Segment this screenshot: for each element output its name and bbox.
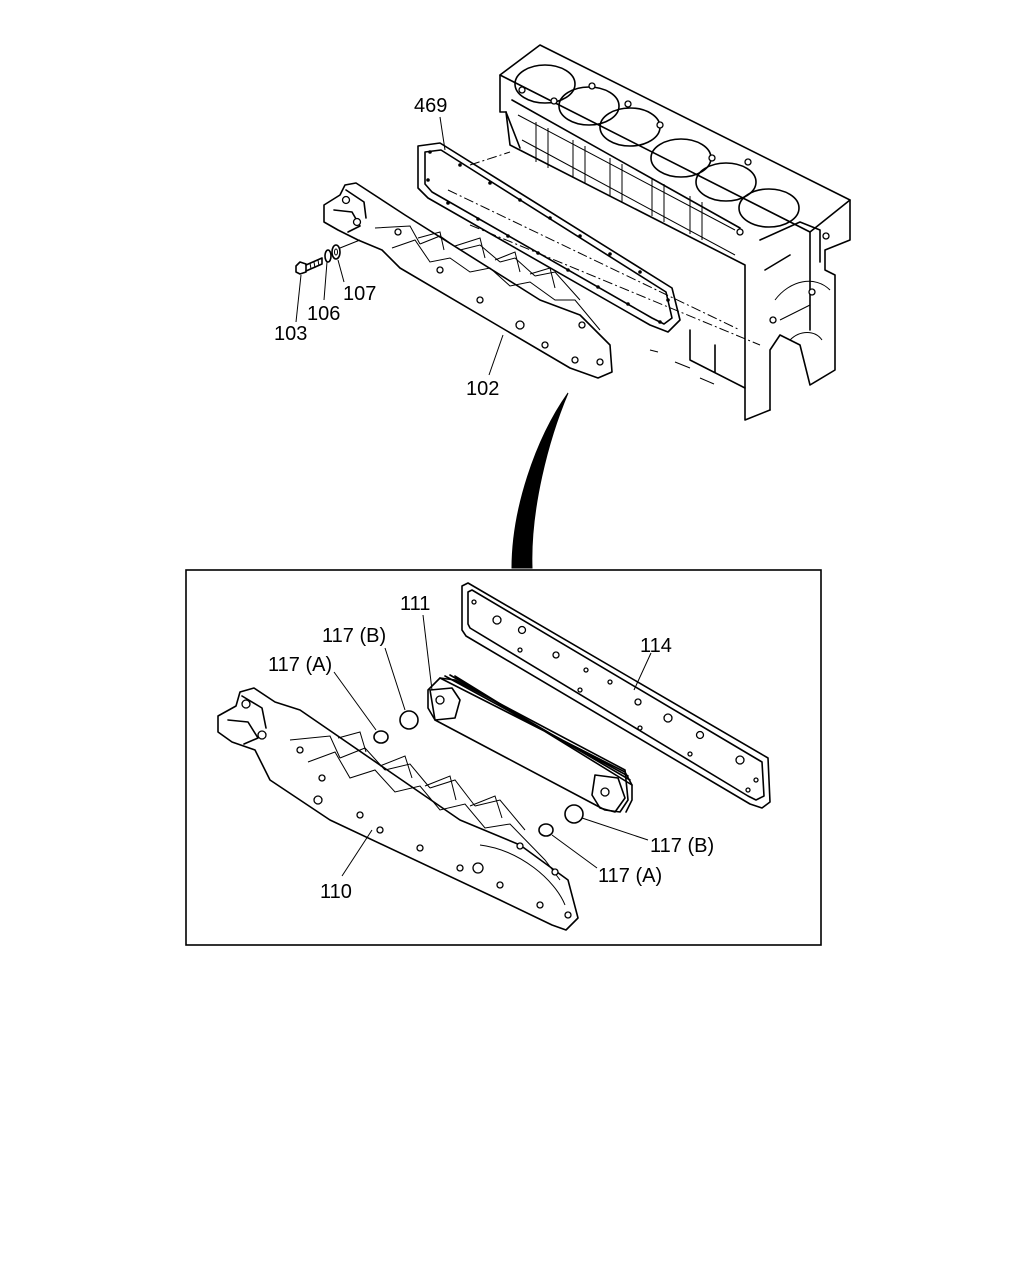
leader-111: [422, 614, 433, 691]
label-110: 110: [320, 881, 352, 903]
leader-117b-right: [581, 817, 649, 841]
label-103: 103: [274, 323, 307, 345]
leader-117a-right: [551, 834, 598, 869]
leader-102: [488, 334, 504, 376]
leader-117a-left: [333, 671, 377, 731]
label-117a-right: 117 (A): [598, 865, 662, 887]
oring-a-right: [538, 823, 554, 837]
gasket-469: [417, 142, 681, 333]
label-117a-left: 117 (A): [268, 654, 332, 676]
oil-cooler-assembly-102: [323, 182, 613, 379]
leader-107: [337, 259, 345, 283]
oring-a-left: [373, 730, 389, 744]
leader-114: [633, 652, 652, 691]
gasket-114: [461, 582, 771, 809]
detail-pointer-arrow: [511, 392, 569, 569]
label-106: 106: [307, 303, 340, 325]
engine-block: [447, 44, 851, 421]
oring-b-left: [399, 710, 419, 730]
leader-106: [323, 261, 328, 301]
label-111: 111: [400, 593, 430, 615]
leader-103: [295, 274, 302, 323]
label-469: 469: [414, 95, 447, 117]
leader-469: [439, 116, 446, 151]
label-107: 107: [343, 283, 376, 305]
leader-117b-left: [384, 647, 406, 711]
label-117b-right: 117 (B): [650, 835, 714, 857]
label-117b-left: 117 (B): [322, 625, 386, 647]
fastener-group: [295, 239, 361, 275]
leader-110: [341, 829, 373, 877]
detail-frame: [185, 569, 822, 946]
cover-110: [217, 687, 579, 931]
cooler-element-111: [427, 674, 633, 813]
label-102: 102: [466, 378, 499, 400]
oring-b-right: [564, 804, 584, 824]
label-114: 114: [640, 635, 672, 657]
